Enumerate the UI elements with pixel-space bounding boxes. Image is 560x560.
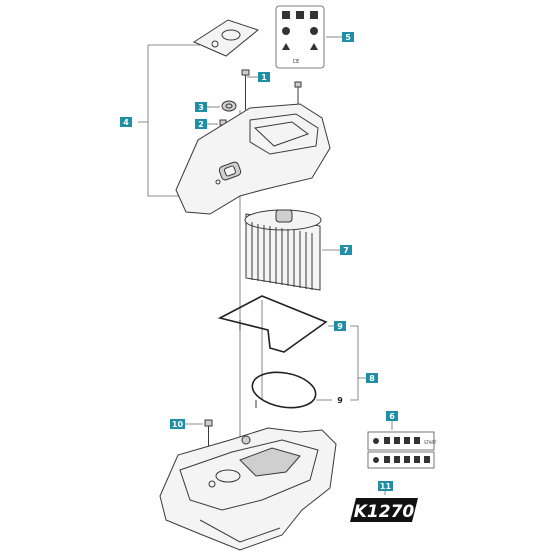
- callout-7[interactable]: 7: [340, 245, 352, 255]
- air-filter: [244, 209, 322, 291]
- svg-text:5: 5: [345, 33, 351, 42]
- callout-9-upper[interactable]: 9: [334, 321, 346, 331]
- washer: [221, 100, 237, 112]
- callout-8[interactable]: 8: [366, 373, 378, 383]
- callout-1[interactable]: 1: [258, 72, 270, 82]
- callout-3[interactable]: 3: [195, 102, 207, 112]
- gasket-oval: [251, 371, 317, 409]
- start-sticker: START: [367, 431, 437, 469]
- callout-11[interactable]: 11: [378, 481, 393, 491]
- svg-text:1: 1: [261, 73, 267, 82]
- start-text: START: [424, 440, 437, 445]
- cylinder-cover: [175, 103, 331, 215]
- svg-text:7: 7: [343, 246, 349, 255]
- callout-9-lower[interactable]: 9: [337, 396, 343, 405]
- svg-text:11: 11: [380, 482, 392, 491]
- callout-2[interactable]: 2: [195, 119, 207, 129]
- gasket-plate: [192, 19, 260, 57]
- leader-lines: [138, 36, 393, 495]
- warning-sticker: CE: [275, 5, 325, 69]
- svg-text:2: 2: [198, 120, 204, 129]
- svg-text:8: 8: [369, 374, 375, 383]
- model-decal-text: K1270: [354, 502, 415, 522]
- callout-6[interactable]: 6: [386, 411, 398, 421]
- svg-text:4: 4: [123, 118, 129, 127]
- callout-4[interactable]: 4: [120, 117, 132, 127]
- ce-mark: CE: [293, 59, 300, 65]
- callout-5[interactable]: 5: [342, 32, 354, 42]
- svg-text:10: 10: [172, 420, 184, 429]
- model-decal: K1270: [350, 498, 418, 522]
- callout-10[interactable]: 10: [170, 419, 185, 429]
- lower-housing: [159, 427, 337, 551]
- screw-long: [241, 69, 250, 110]
- svg-text:9: 9: [337, 322, 343, 331]
- svg-text:6: 6: [389, 412, 395, 421]
- gasket-large: [217, 295, 328, 353]
- svg-text:9: 9: [337, 396, 343, 405]
- svg-text:3: 3: [198, 103, 204, 112]
